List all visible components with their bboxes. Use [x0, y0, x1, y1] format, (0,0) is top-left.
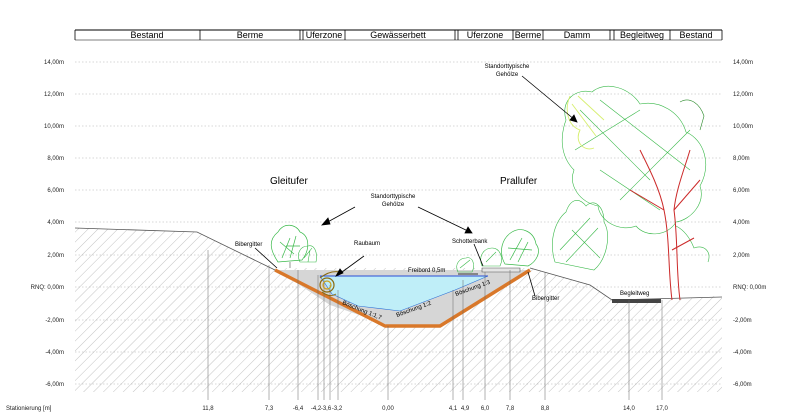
shrub-right-3	[501, 229, 539, 267]
label-bibergitter-right: Bibergitter	[532, 296, 559, 302]
station-label: 4,9	[461, 406, 470, 412]
station-label: 4,1	[449, 406, 458, 412]
elev-label-left: 8,00m	[47, 156, 64, 162]
station-label: 6,0	[481, 406, 490, 412]
zone-uferzone-right: Uferzone	[467, 30, 504, 40]
station-label: -3,6	[321, 406, 332, 412]
elev-label-right: RNQ: 0,00m	[733, 285, 766, 291]
gravel-bank	[481, 267, 521, 273]
label-begleitweg: Begleitweg	[620, 291, 649, 297]
ground-surface-line-right	[529, 267, 723, 301]
elev-label-right: 10,00m	[733, 124, 753, 130]
elev-label-right: -6,00m	[733, 382, 752, 388]
elev-label-right: -2,00m	[733, 318, 752, 324]
driftwood-raubaum	[319, 271, 341, 297]
elev-label-left: -6,00m	[45, 382, 64, 388]
elev-label-right: 2,00m	[733, 253, 750, 259]
tree-trunk	[629, 149, 701, 301]
station-label: 8,8	[541, 406, 550, 412]
station-label: -6,4	[293, 406, 304, 412]
station-labels: 11,8 7,3 -6,4 -4,2 -3,6 -3,2 0,00 4,1 4,…	[202, 406, 668, 412]
station-title: Stationierung [m]	[6, 406, 52, 412]
shrub-left-2	[298, 245, 317, 263]
zone-header: Bestand Berme Uferzone Gewässerbett Ufer…	[74, 29, 723, 41]
elev-label-left: 10,00m	[44, 124, 64, 130]
elev-label-right: 14,00m	[733, 60, 753, 66]
label-gehoelze-top-line2: Gehölze	[496, 72, 519, 78]
elev-label-right: -4,00m	[733, 350, 752, 356]
label-gehoelze-mid-line1: Standorttypische	[371, 194, 416, 200]
station-label: 14,0	[623, 406, 635, 412]
station-label: -4,2	[311, 406, 322, 412]
zone-berme-left: Berme	[237, 30, 264, 40]
path-surface	[612, 299, 661, 303]
elev-label-left: RNQ: 0,00m	[31, 285, 64, 291]
ground-surface-line	[74, 227, 276, 271]
elev-label-left: 2,00m	[47, 253, 64, 259]
elev-label-right: 4,00m	[733, 220, 750, 226]
station-label: 0,00	[382, 406, 394, 412]
station-label: 7,3	[265, 406, 274, 412]
station-label: 11,8	[202, 406, 214, 412]
zone-begleitweg: Begleitweg	[620, 30, 664, 40]
elev-label-left: 4,00m	[47, 220, 64, 226]
zone-berme-right: Berme	[515, 30, 542, 40]
elev-label-right: 12,00m	[733, 92, 753, 98]
label-gehoelze-top-line1: Standorttypische	[485, 64, 530, 70]
callout-arrows	[254, 75, 578, 297]
label-bibergitter-left: Bibergitter	[235, 242, 262, 248]
zone-bestand-right: Bestand	[679, 30, 712, 40]
label-schotterbank: Schotterbank	[452, 239, 488, 245]
shrub-right-1	[456, 257, 474, 273]
elevation-labels-left: 14,00m 12,00m 10,00m 8,00m 6,00m 4,00m 2…	[31, 60, 64, 388]
label-freibord: Freibord 0,5m	[408, 268, 445, 274]
station-label: 7,8	[506, 406, 515, 412]
label-gehoelze-mid-line2: Gehölze	[382, 202, 405, 208]
elev-label-right: 8,00m	[733, 156, 750, 162]
large-tree-cluster	[552, 86, 710, 271]
shrub-right-2	[480, 247, 502, 267]
zone-damm: Damm	[564, 30, 591, 40]
station-label: -3,2	[332, 406, 343, 412]
station-ticks	[207, 250, 663, 400]
station-label: 17,0	[656, 406, 668, 412]
zone-gewaesserbett: Gewässerbett	[370, 30, 426, 40]
elevation-labels-right: 14,00m 12,00m 10,00m 8,00m 6,00m 4,00m 2…	[733, 60, 766, 388]
elev-label-left: -2,00m	[45, 318, 64, 324]
elev-label-left: 14,00m	[44, 60, 64, 66]
elev-label-left: -4,00m	[45, 350, 64, 356]
label-raubaum: Raubaum	[354, 241, 380, 247]
elev-label-left: 12,00m	[44, 92, 64, 98]
label-prallufer: Prallufer	[500, 176, 538, 187]
shrub-left-1	[270, 224, 309, 268]
elev-label-left: 6,00m	[47, 188, 64, 194]
zone-uferzone-left: Uferzone	[306, 30, 343, 40]
zone-bestand-left: Bestand	[130, 30, 163, 40]
elev-label-right: 6,00m	[733, 188, 750, 194]
label-gleitufer: Gleitufer	[270, 176, 308, 187]
